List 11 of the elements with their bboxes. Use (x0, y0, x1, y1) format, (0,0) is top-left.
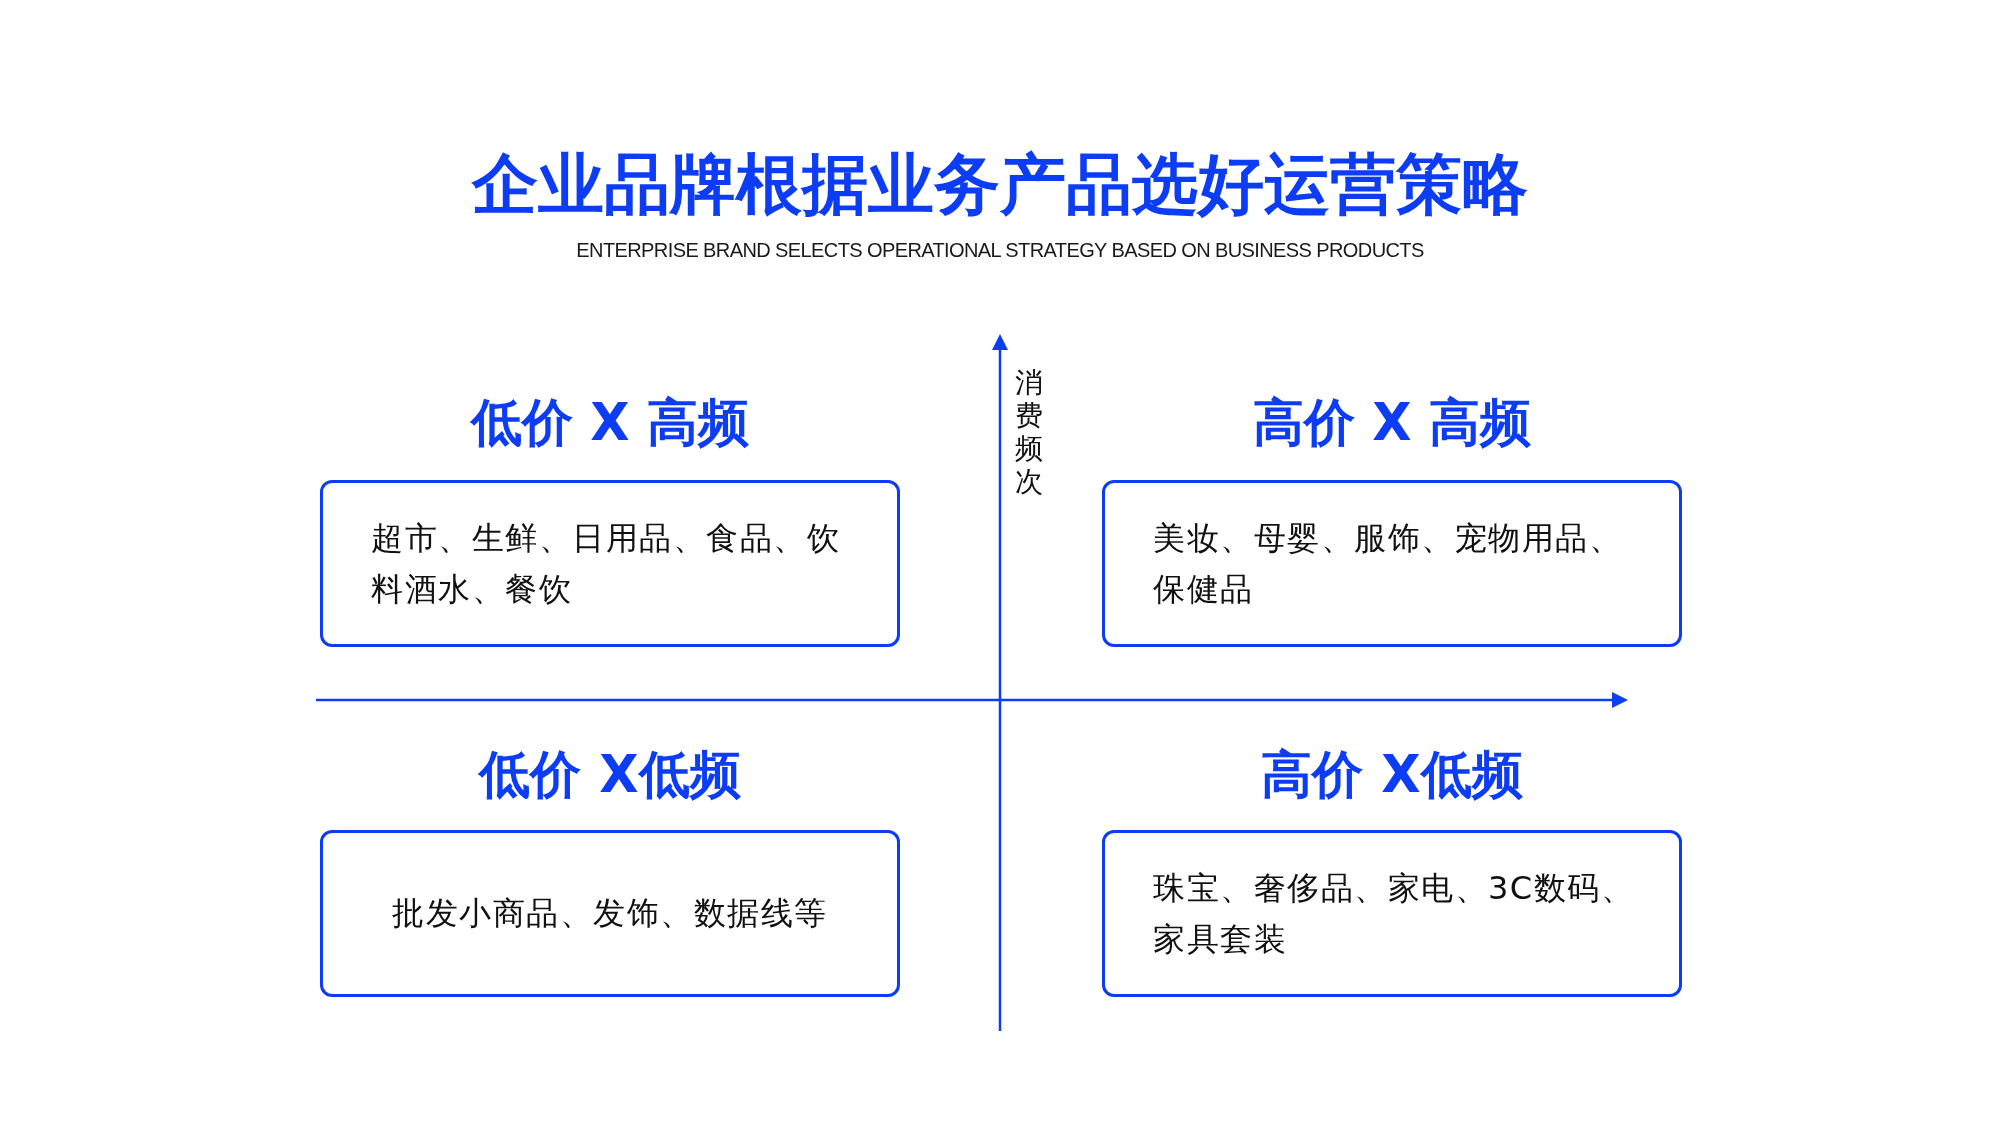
quadrant-heading: 低价 X低频 (479, 744, 741, 806)
quadrant-text: 批发小商品、发饰、数据线等 (392, 893, 828, 934)
quadrant-heading: 高价 X 高频 (1252, 392, 1532, 454)
title: 企业品牌根据业务产品选好运营策略 (472, 145, 1528, 225)
quadrant-text: 珠宝、奢侈品、家电、3C数码、家具套装 (1153, 867, 1636, 960)
quadrant-text: 超市、生鲜、日用品、食品、饮料酒水、餐饮 (371, 517, 841, 610)
quadrant-heading: 高价 X低频 (1261, 744, 1523, 806)
quadrant-heading: 低价 X 高频 (470, 392, 750, 454)
axis-label: 消费频次 (1014, 366, 1044, 498)
subtitle: ENTERPRISE BRAND SELECTS OPERATIONAL STRATEGY BASED ON BUSINESS PRODUCTS (576, 238, 1424, 262)
quadrant-text: 美妆、母婴、服饰、宠物用品、保健品 (1153, 517, 1623, 610)
